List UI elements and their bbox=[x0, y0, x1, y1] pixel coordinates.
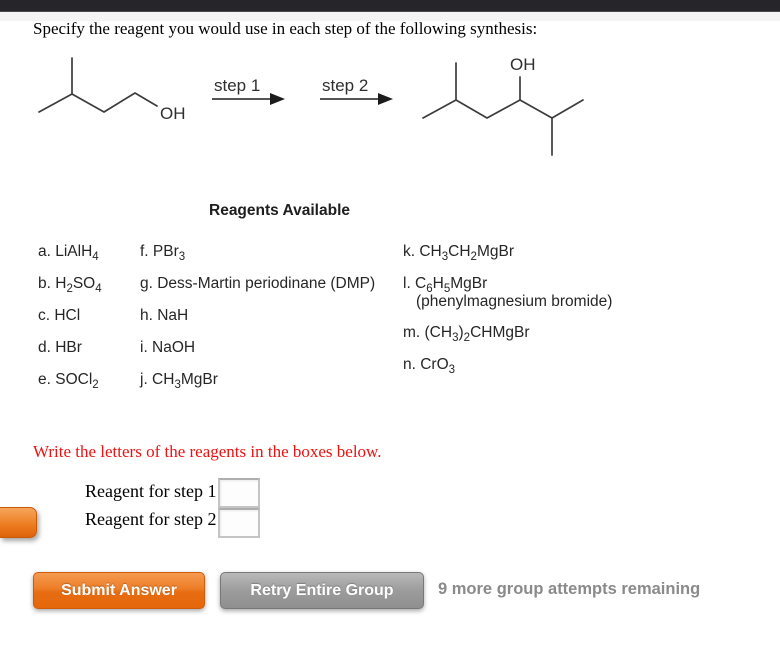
reagent-formula: i. NaOH bbox=[140, 339, 196, 356]
product-molecule-structure: OH bbox=[422, 55, 584, 156]
step1-answer-input[interactable] bbox=[218, 478, 260, 508]
reagent-item-k: k. CH3CH2MgBr bbox=[403, 242, 723, 264]
reagent-item-g: g. Dess-Martin periodinane (DMP) bbox=[140, 274, 402, 293]
reagent-formula: g. Dess-Martin periodinane (DMP) bbox=[140, 275, 376, 292]
step1-arrow: step 1 bbox=[212, 76, 285, 105]
reagent-formula: d. HBr bbox=[38, 339, 82, 356]
reagents-column-1: a. LiAlH4 b. H2SO4 c. HCl d. HBr e. SOCl2 bbox=[38, 242, 138, 402]
attempts-remaining-text: 9 more group attempts remaining bbox=[438, 580, 701, 598]
step2-label: step 2 bbox=[322, 76, 368, 95]
reagent-formula: j. CH3MgBr bbox=[140, 371, 218, 392]
reagent-formula: l. C6H5MgBr bbox=[403, 275, 488, 296]
reagent-item-a: a. LiAlH4 bbox=[38, 242, 138, 264]
reagents-column-3: k. CH3CH2MgBr l. C6H5MgBr(phenylmagnesium… bbox=[403, 242, 723, 387]
step2-answer-label: Reagent for step 2 bbox=[85, 509, 217, 529]
reagent-item-f: f. PBr3 bbox=[140, 242, 402, 264]
reagent-item-i: i. NaOH bbox=[140, 338, 402, 357]
step2-arrow: step 2 bbox=[320, 76, 393, 105]
answer-instruction: Write the letters of the reagents in the… bbox=[33, 442, 382, 461]
top-bar-shadow-strip bbox=[0, 12, 780, 21]
step2-arrowhead bbox=[378, 93, 393, 105]
reagent-item-m: m. (CH3)2CHMgBr bbox=[403, 323, 723, 345]
reagent-formula: m. (CH3)2CHMgBr bbox=[403, 324, 530, 345]
start-hydroxyl-label: OH bbox=[160, 104, 186, 123]
question-title: Specify the reagent you would use in eac… bbox=[33, 19, 538, 38]
reagent-item-e: e. SOCl2 bbox=[38, 370, 138, 392]
step2-answer-input[interactable] bbox=[218, 508, 260, 538]
product-hydroxyl-label: OH bbox=[510, 55, 536, 74]
reagent-formula: f. PBr3 bbox=[140, 243, 186, 264]
start-molecule-structure: OH bbox=[38, 57, 186, 123]
reagent-item-j: j. CH3MgBr bbox=[140, 370, 402, 392]
reagent-formula: k. CH3CH2MgBr bbox=[403, 243, 514, 264]
reagent-formula: c. HCl bbox=[38, 307, 81, 324]
reagent-note: (phenylmagnesium bromide) bbox=[416, 293, 613, 310]
step1-label: step 1 bbox=[214, 76, 260, 95]
reagent-formula: a. LiAlH4 bbox=[38, 243, 99, 264]
reagent-formula: b. H2SO4 bbox=[38, 275, 102, 296]
step1-arrowhead bbox=[270, 93, 285, 105]
top-bar bbox=[0, 0, 780, 12]
step1-answer-label: Reagent for step 1 bbox=[85, 481, 217, 501]
reagents-heading: Reagents Available bbox=[209, 202, 350, 219]
drawer-handle-tab[interactable] bbox=[0, 507, 37, 538]
reagent-item-l: l. C6H5MgBr(phenylmagnesium bromide) bbox=[403, 274, 723, 310]
retry-entire-group-button[interactable]: Retry Entire Group bbox=[220, 572, 424, 609]
reagent-item-b: b. H2SO4 bbox=[38, 274, 138, 296]
reagent-formula: n. CrO3 bbox=[403, 356, 456, 377]
reagent-formula: h. NaH bbox=[140, 307, 189, 324]
reagent-item-c: c. HCl bbox=[38, 306, 138, 325]
reagent-item-h: h. NaH bbox=[140, 306, 402, 325]
reagent-item-n: n. CrO3 bbox=[403, 355, 723, 377]
reagent-item-d: d. HBr bbox=[38, 338, 138, 357]
submit-answer-button[interactable]: Submit Answer bbox=[33, 572, 205, 609]
reagent-formula: e. SOCl2 bbox=[38, 371, 99, 392]
reagents-column-2: f. PBr3 g. Dess-Martin periodinane (DMP) h… bbox=[140, 242, 402, 402]
